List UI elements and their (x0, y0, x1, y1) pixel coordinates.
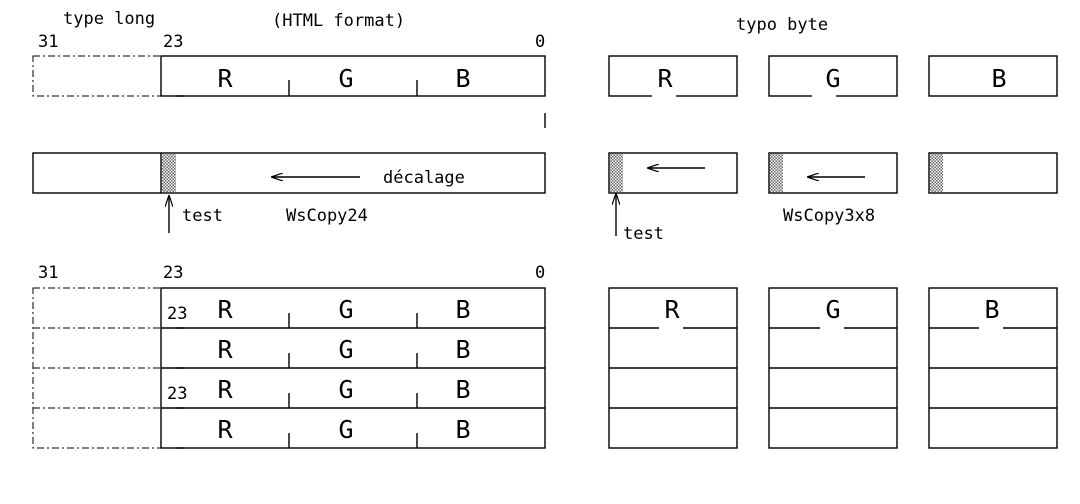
channel-b: B (455, 415, 470, 444)
byte-g-label: G (825, 64, 840, 93)
channel-g: G (338, 375, 353, 404)
channel-g: G (338, 415, 353, 444)
bit-31-label-bottom: 31 (38, 263, 58, 283)
bit-23-label-bottom: 23 (163, 263, 183, 283)
typo-byte-label: typo byte (736, 15, 828, 35)
decalage-label: décalage (383, 168, 465, 188)
byte-test-hatch (770, 154, 783, 192)
row-bit-tag: 23 (167, 304, 187, 324)
channel-g: G (338, 64, 353, 93)
rgb-long-register (160, 55, 546, 97)
wscopy24-label: WsCopy24 (286, 206, 368, 226)
byte-table-g: G (768, 287, 898, 449)
channel-b: B (455, 64, 470, 93)
byte-table-b: B (928, 287, 1058, 449)
channel-r: R (217, 335, 233, 364)
byte-b-label: B (991, 64, 1006, 93)
byte-test-hatch (930, 154, 943, 192)
byte-table-r-label: R (664, 295, 680, 324)
bit-31-label: 31 (38, 32, 58, 52)
table-row: 23 R G B (167, 295, 471, 329)
channel-b: B (455, 375, 470, 404)
html-format-label: (HTML format) (272, 11, 405, 31)
shift-register (32, 152, 546, 194)
channel-r: R (217, 295, 233, 324)
channel-b: B (455, 335, 470, 364)
high-byte-dashed-table (32, 287, 162, 449)
bit-23-label: 23 (163, 32, 183, 52)
test-label-byte: test (623, 224, 664, 244)
byte-table-g-label: G (825, 295, 840, 324)
wscopy3x8-label: WsCopy3x8 (783, 206, 875, 226)
bit-0-label: 0 (535, 32, 545, 52)
table-row: 23 R G B (167, 375, 471, 409)
table-row: R G B (176, 335, 471, 369)
byte-r-label: R (657, 64, 673, 93)
byte-table-r: R (608, 287, 738, 449)
row-bit-tag: 23 (167, 384, 187, 404)
channel-r: R (217, 64, 233, 93)
high-byte-dashed (32, 55, 162, 97)
bit-0-label-bottom: 0 (535, 263, 545, 283)
shift-byte-g (768, 152, 898, 194)
channel-r: R (217, 375, 233, 404)
byte-table-b-label: B (984, 295, 999, 324)
byte-test-hatch (610, 154, 623, 192)
channel-g: G (338, 335, 353, 364)
channel-g: G (338, 295, 353, 324)
channel-b: B (455, 295, 470, 324)
table-row: R G B (176, 415, 471, 449)
byte-box-b (928, 55, 1058, 97)
rgb-long-table (160, 287, 546, 449)
shift-byte-b (928, 152, 1058, 194)
test-label-long: test (182, 206, 223, 226)
test-bit-hatch (162, 154, 176, 192)
type-long-label: type long (63, 9, 155, 29)
channel-r: R (217, 415, 233, 444)
shift-byte-r (608, 152, 738, 194)
